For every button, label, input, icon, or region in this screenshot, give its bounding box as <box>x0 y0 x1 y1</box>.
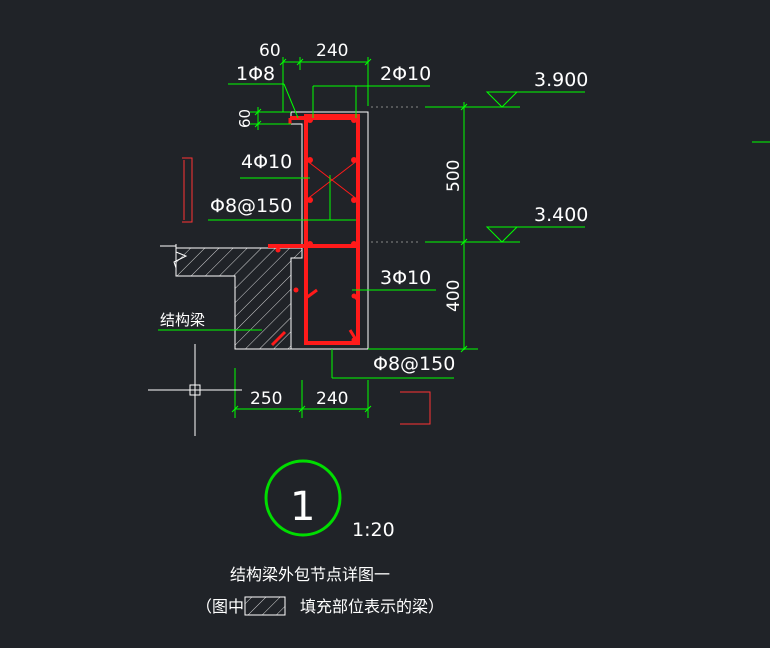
rebar-dots <box>275 117 357 343</box>
legend-prefix: （图中 <box>196 597 244 616</box>
detail-number: 1 <box>290 484 315 530</box>
label-3phi10: 3Φ10 <box>380 267 431 289</box>
rebar-cage <box>268 114 360 347</box>
label-stirrup-lower: Φ8@150 <box>373 353 455 375</box>
dim-vert-500: 500 <box>444 160 464 192</box>
detail-scale: 1:20 <box>352 519 395 541</box>
label-1phi8: 1Φ8 <box>236 63 275 85</box>
red-brackets <box>182 157 431 425</box>
elevation-lower: 3.400 <box>534 204 588 226</box>
dim-bottom-240: 240 <box>316 389 348 409</box>
legend-suffix: 填充部位表示的梁） <box>300 597 444 616</box>
elevation-upper: 3.900 <box>534 69 588 91</box>
dim-side-60: 60 <box>236 109 254 128</box>
dim-top-240: 240 <box>316 41 348 61</box>
label-4phi10: 4Φ10 <box>241 151 292 173</box>
detail-title: 结构梁外包节点详图一 <box>230 565 390 584</box>
detail-circle-icon: 1 <box>264 459 342 537</box>
label-2phi10: 2Φ10 <box>380 63 431 85</box>
rebar-label-texts: 1Φ8 2Φ10 4Φ10 Φ8@150 3Φ10 Φ8@150 <box>210 63 455 375</box>
dim-bottom-250: 250 <box>250 389 282 409</box>
dimension-lines <box>158 57 770 418</box>
ucs-crosshair-icon <box>148 344 242 436</box>
hatch-legend: （图中 填充部位表示的梁） <box>196 596 444 616</box>
structural-beam-label: 结构梁 <box>160 311 205 329</box>
elevation-texts: 3.900 3.400 <box>534 69 588 226</box>
dim-vert-400: 400 <box>444 280 464 312</box>
dimension-texts: 60 240 60 500 400 250 240 <box>236 41 464 409</box>
hatch-legend-icon <box>244 596 286 616</box>
dim-top-60: 60 <box>259 41 281 61</box>
label-stirrup-upper: Φ8@150 <box>210 195 292 217</box>
